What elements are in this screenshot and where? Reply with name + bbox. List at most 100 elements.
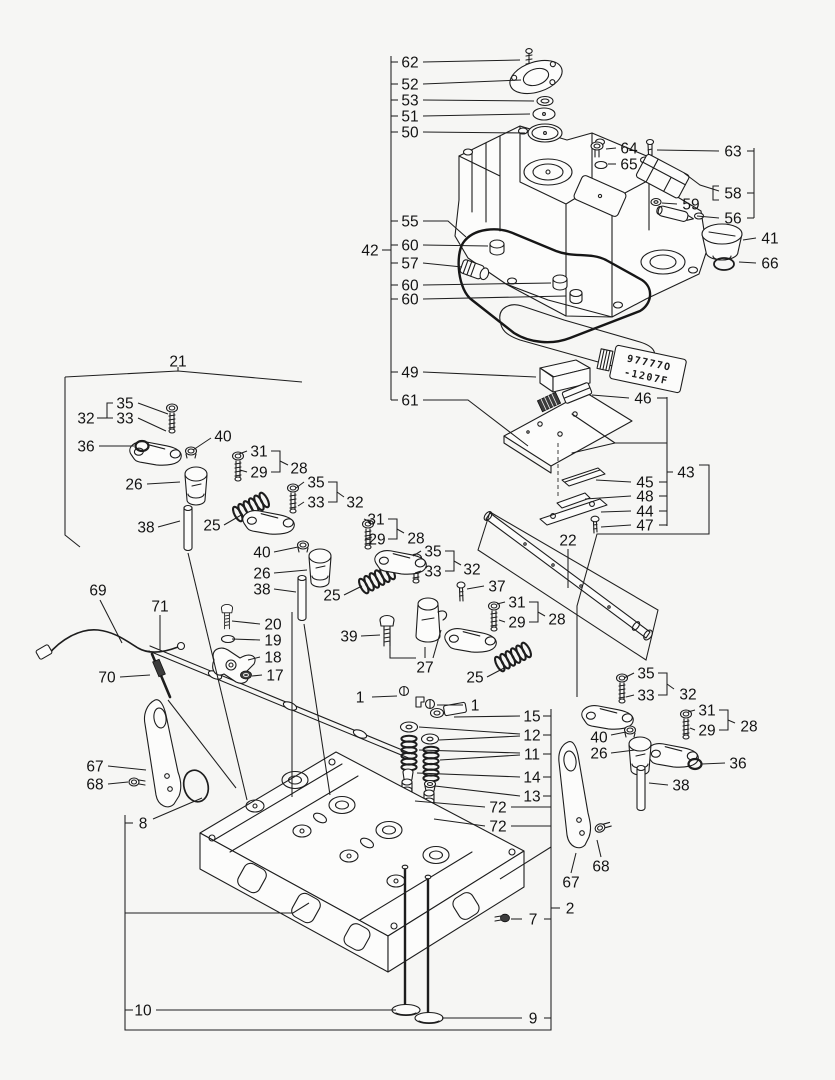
callout-56: 56 (724, 210, 741, 227)
leader-line (388, 518, 398, 540)
callout-7: 7 (529, 911, 538, 928)
plug-7 (494, 913, 510, 923)
leader-line (422, 371, 537, 378)
leader-line (418, 749, 521, 754)
bolt-68-left (128, 777, 146, 787)
leader-line (146, 481, 181, 485)
callout-32: 32 (77, 410, 94, 427)
callout-40: 40 (214, 428, 232, 445)
leader-line (596, 839, 602, 858)
baffle-plate-61 (503, 391, 633, 497)
callout-20: 20 (264, 616, 282, 633)
leader-line (661, 202, 678, 205)
callout-18: 18 (264, 649, 281, 666)
leader-line (623, 672, 635, 679)
callout-72: 72 (489, 818, 506, 835)
callout-26: 26 (253, 565, 270, 582)
glow-plug-70 (150, 652, 172, 699)
callout-28: 28 (290, 460, 307, 477)
leader-line (591, 394, 630, 399)
leader-line (273, 569, 308, 574)
callout-64: 64 (620, 140, 638, 157)
leader-line (499, 846, 552, 880)
callout-19: 19 (264, 632, 281, 649)
callout-28: 28 (548, 611, 565, 628)
leader-line (273, 546, 299, 553)
leader-line (422, 295, 567, 300)
sealant-tube: 97777O -1207F (596, 344, 687, 394)
callout-38: 38 (672, 777, 689, 794)
bolt-20 (220, 603, 234, 630)
leader-line (434, 785, 521, 797)
callout-32: 32 (463, 561, 480, 578)
callout-31: 31 (508, 594, 525, 611)
callout-67: 67 (562, 874, 579, 891)
leader-line (477, 511, 659, 661)
leader-line (125, 902, 310, 914)
callout-60: 60 (401, 237, 419, 254)
leader-line (251, 674, 263, 677)
leader-line (223, 513, 244, 526)
callout-60: 60 (401, 277, 419, 294)
leader-line (422, 282, 552, 286)
callout-25: 25 (466, 669, 483, 686)
spring-seat-12b (420, 733, 440, 745)
callout-1: 1 (471, 697, 480, 714)
callout-36: 36 (729, 755, 746, 772)
leader-line (486, 666, 507, 678)
o-ring-36-right (687, 757, 703, 771)
rocker-assemblies (128, 403, 703, 812)
leader-line (363, 518, 372, 523)
valve-cover (454, 125, 708, 318)
callout-68: 68 (592, 858, 609, 875)
callout-69: 69 (89, 582, 106, 599)
leader-line (422, 262, 463, 268)
callout-13: 13 (523, 788, 540, 805)
callout-57: 57 (401, 255, 418, 272)
leader-line (273, 588, 297, 593)
callout-39: 39 (340, 628, 357, 645)
callout-21: 21 (169, 353, 186, 370)
leader-line (64, 377, 81, 548)
leader-line (466, 585, 485, 590)
leader-line (303, 623, 331, 796)
callout-62: 62 (401, 54, 418, 71)
callout-50: 50 (401, 124, 419, 141)
seal-13 (423, 779, 437, 792)
screw-37 (456, 581, 466, 602)
leader-line (453, 715, 521, 718)
callout-14: 14 (523, 769, 541, 786)
leader-line (167, 699, 237, 789)
callout-52: 52 (401, 76, 418, 93)
leader-line (187, 552, 248, 801)
cover-gasket-55 (457, 228, 652, 344)
callout-36: 36 (77, 438, 94, 455)
leader-line (422, 79, 522, 85)
callout-59: 59 (682, 196, 699, 213)
callout-10: 10 (134, 1002, 152, 1019)
leader-line (658, 672, 668, 696)
leader-line (137, 417, 167, 432)
leader-line (247, 656, 261, 661)
leader-line (701, 762, 726, 765)
callout-67: 67 (86, 758, 103, 775)
leader-line (271, 450, 281, 473)
leader-line (343, 585, 363, 596)
callout-53: 53 (401, 92, 418, 109)
leader-line (498, 619, 506, 623)
callout-8: 8 (139, 815, 148, 832)
leader-line (389, 634, 416, 659)
callout-65: 65 (620, 156, 637, 173)
harness-and-linkage (35, 603, 413, 760)
callout-31: 31 (367, 511, 384, 528)
callout-28: 28 (740, 718, 757, 735)
shim-plates (539, 467, 608, 534)
callout-38: 38 (253, 581, 270, 598)
leader-line (719, 709, 729, 731)
callout-12: 12 (523, 727, 540, 744)
leader-line (106, 402, 113, 419)
callout-72: 72 (489, 799, 506, 816)
leader-line (157, 520, 181, 528)
callout-41: 41 (761, 230, 778, 247)
leader-line (414, 570, 422, 574)
